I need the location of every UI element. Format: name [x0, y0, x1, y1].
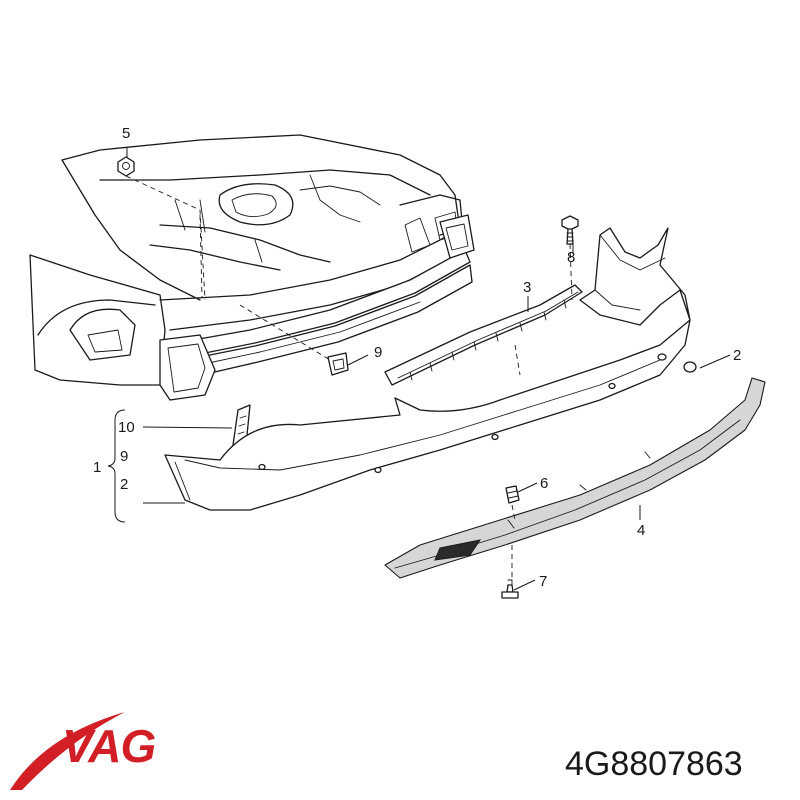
callout-10: 10 [118, 419, 135, 436]
assembly-lines [125, 175, 573, 580]
leader-lines [107, 148, 731, 591]
vag-logo: VAG [10, 712, 156, 790]
callout-5: 5 [122, 125, 130, 142]
clip-part-9 [327, 352, 349, 376]
bumper-cover-part-1 [164, 227, 691, 511]
sensor-cap-part-2 [683, 361, 697, 373]
callout-7: 7 [539, 573, 547, 590]
guide-rail-part-3 [384, 284, 583, 386]
callout-2-right: 2 [733, 347, 741, 364]
screw-part-7 [501, 579, 519, 599]
callout-1: 1 [93, 459, 101, 476]
logo-swoosh-icon [10, 712, 125, 790]
callout-2-left: 2 [120, 476, 128, 493]
callout-8: 8 [567, 249, 575, 266]
part-number: 4G8807863 [565, 745, 743, 783]
callout-9-left: 9 [120, 448, 128, 465]
nut-part-5 [117, 156, 135, 177]
callout-4: 4 [637, 522, 645, 539]
callout-labels: 5 8 3 9 2 10 9 1 2 6 4 7 [93, 125, 741, 590]
callout-6: 6 [540, 475, 548, 492]
callout-3: 3 [523, 279, 531, 296]
callout-9-top: 9 [374, 344, 382, 361]
clip-part-6 [505, 485, 520, 504]
bolt-part-8 [561, 215, 579, 245]
impact-beam [159, 214, 475, 401]
brand-name: VAG [62, 720, 155, 772]
diffuser-part-4 [384, 377, 766, 579]
